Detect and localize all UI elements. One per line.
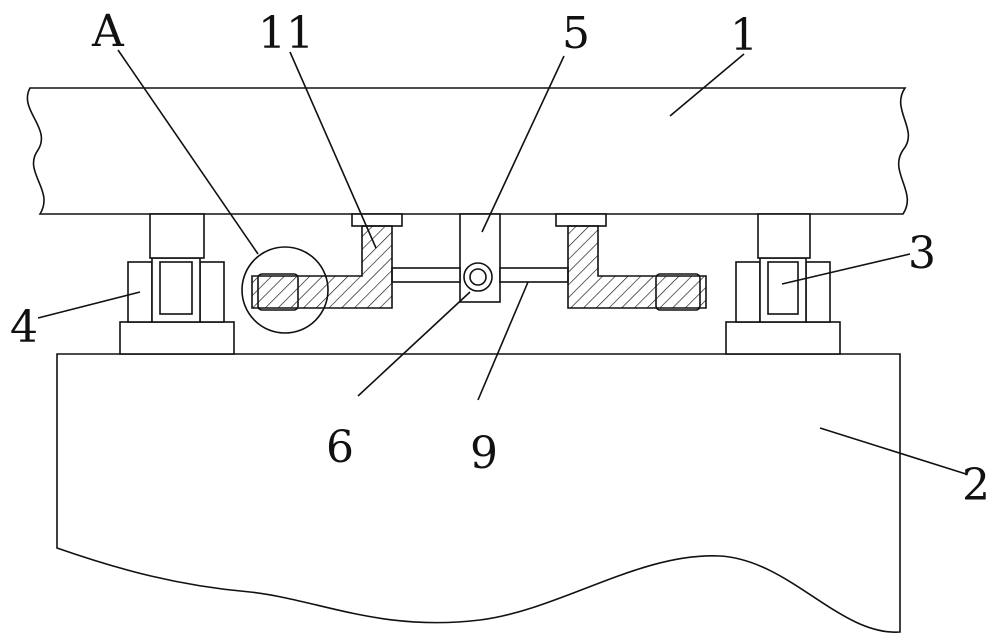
label-9: 9 [470,428,498,479]
left-roller [257,273,299,311]
left-outer-guide-a [127,261,153,323]
leader-4 [37,291,141,319]
label-3: 3 [908,228,936,279]
leader-6 [357,291,471,397]
right-upper-post [757,213,811,259]
label-2: 2 [962,460,990,511]
leader-3 [781,253,911,285]
right-outer-guide-a [735,261,761,323]
label-a: A [91,6,125,57]
detail-circle-a [241,246,329,334]
label-1: 1 [730,10,758,61]
right-sleeve-inner [767,261,799,315]
right-l-arm [567,225,707,309]
pivot-pin-inner [469,268,487,286]
left-outer-guide-b [199,261,225,323]
label-5: 5 [562,8,590,59]
leader-11 [289,51,377,249]
upper-beam [26,87,910,215]
label-4: 4 [10,302,38,353]
left-connecting-rod [391,267,461,283]
leader-a [117,49,259,255]
base-body [56,353,901,633]
right-roller [655,273,701,311]
right-cap [555,213,607,227]
right-base-block [725,321,841,355]
left-cap [351,213,403,227]
left-base-block [119,321,235,355]
label-6: 6 [326,422,354,473]
leader-5 [481,55,565,233]
right-outer-guide-b [805,261,831,323]
left-l-arm [251,225,393,309]
left-upper-post [149,213,205,259]
leader-1 [669,53,745,117]
leader-9 [477,281,529,401]
right-connecting-rod [499,267,569,283]
leader-2 [819,427,967,475]
label-11: 11 [258,8,314,59]
left-sleeve-inner [159,261,193,315]
